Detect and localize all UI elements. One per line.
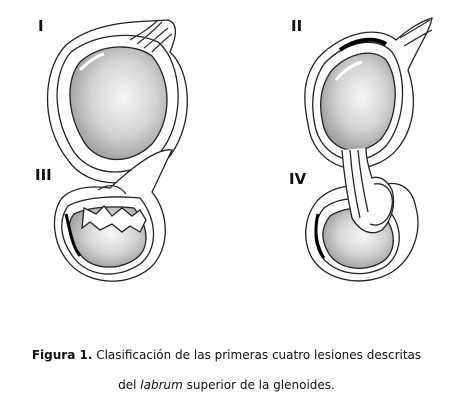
caption-line2-after: superior de la glenoides. <box>182 378 335 392</box>
caption-line-1: Figura 1. Clasificación de las primeras … <box>0 348 453 362</box>
panel-I-glenoid <box>46 19 188 184</box>
caption-line2-before: del <box>118 378 141 392</box>
figure-caption: Figura 1. Clasificación de las primeras … <box>0 348 453 392</box>
panel-II-glenoid <box>304 17 433 170</box>
caption-prefix: Figura 1. <box>31 348 93 362</box>
caption-italic-term: labrum <box>140 378 183 392</box>
caption-line-2: del labrum superior de la glenoides. <box>0 378 453 392</box>
caption-line1-text: Clasificación de las primeras cuatro les… <box>92 348 422 362</box>
panel-III-glenoid <box>53 149 173 282</box>
panel-label-IV: IV <box>289 170 307 188</box>
panel-label-II: II <box>291 17 302 35</box>
panel-label-III: III <box>35 166 52 184</box>
panel-IV-glenoid <box>305 147 419 282</box>
panel-label-I: I <box>38 17 44 35</box>
